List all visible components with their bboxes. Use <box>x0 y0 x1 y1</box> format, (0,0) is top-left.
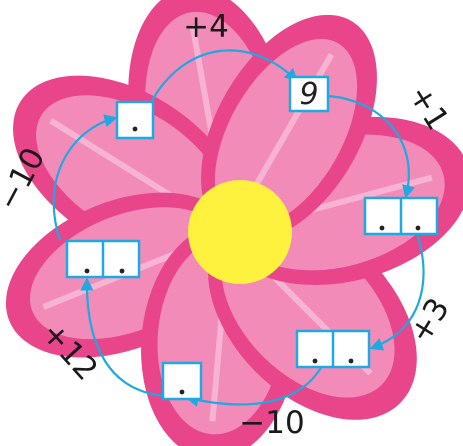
label-minus10-bottom: −10 <box>239 405 304 441</box>
box-right[interactable] <box>365 198 437 234</box>
box-bottom[interactable] <box>163 363 201 399</box>
box-left[interactable] <box>67 241 139 277</box>
flower-center <box>188 180 292 284</box>
box-start: 9 <box>290 77 328 112</box>
box-top-left[interactable] <box>117 102 153 138</box>
label-plus4: +4 <box>183 9 229 45</box>
start-value: 9 <box>299 77 318 112</box>
box-lower-right[interactable] <box>297 331 369 367</box>
